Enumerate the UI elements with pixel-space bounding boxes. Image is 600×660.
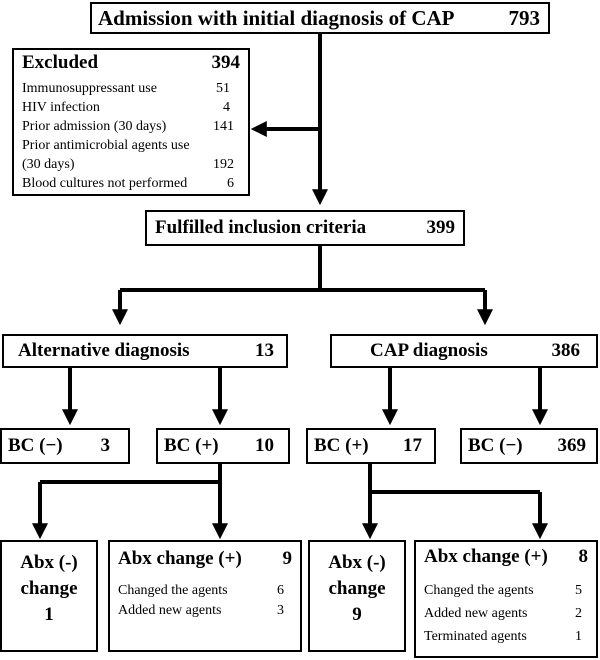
alt-diagnosis-count: 13 — [255, 340, 274, 361]
abx-item: Added new agents 2 — [424, 605, 588, 622]
excluded-item: Prior admission (30 days) 141 — [22, 118, 240, 135]
abx-item: Terminated agents 1 — [424, 628, 588, 645]
excluded-item-value: 141 — [213, 119, 234, 134]
cap-diagnosis-count: 386 — [551, 340, 581, 361]
admission-label: Admission with initial diagnosis of CAP — [98, 6, 455, 30]
excluded-item: Immunosuppressant use 51 — [22, 80, 240, 97]
bc-neg-alt-box: BC (−) 3 — [0, 428, 130, 464]
bc-label: BC (−) — [8, 435, 63, 456]
excluded-item-value: 6 — [227, 176, 234, 191]
abx-item-value: 1 — [575, 629, 582, 644]
abx-neg-line1: Abx (-) — [20, 552, 78, 573]
excluded-item-value: 51 — [216, 81, 230, 96]
abx-pos-label: Abx change (+) — [118, 548, 242, 569]
abx-neg-count: 9 — [352, 604, 362, 625]
abx-neg-line2: change — [328, 578, 386, 599]
inclusion-count: 399 — [426, 217, 456, 238]
excluded-item-label: Prior admission (30 days) — [22, 119, 167, 134]
excluded-count: 394 — [211, 52, 241, 73]
abx-pos-count: 8 — [578, 546, 589, 567]
excluded-item-value: 4 — [223, 100, 230, 115]
abx-item: Added new agents 3 — [118, 602, 292, 619]
abx-item-value: 6 — [277, 583, 284, 598]
abx-neg-line2: change — [20, 578, 78, 599]
bc-label: BC (+) — [314, 435, 369, 456]
abx-neg-change-left-box: Abx (-) change 1 — [0, 540, 98, 652]
abx-item-value: 5 — [575, 583, 582, 598]
excluded-item-label: HIV infection — [22, 100, 100, 115]
excluded-item-label: Blood cultures not performed — [22, 176, 188, 191]
cap-diagnosis-box: CAP diagnosis 386 — [330, 334, 598, 368]
abx-neg-line1: Abx (-) — [328, 552, 386, 573]
inclusion-box: Fulfilled inclusion criteria 399 — [145, 210, 465, 246]
admission-count: 793 — [508, 6, 541, 30]
abx-neg-change-right-box: Abx (-) change 9 — [308, 540, 406, 652]
abx-item-value: 3 — [277, 603, 284, 618]
excluded-item: HIV infection 4 — [22, 99, 240, 116]
excluded-label: Excluded — [22, 52, 99, 73]
abx-item-label: Terminated agents — [424, 629, 527, 644]
abx-pos-change-right-box: Abx change (+) 8 Changed the agents 5 Ad… — [414, 540, 598, 658]
abx-item-label: Added new agents — [424, 606, 528, 621]
excluded-item-label: Immunosuppressant use — [22, 81, 157, 96]
abx-item-label: Added new agents — [118, 603, 222, 618]
abx-pos-label: Abx change (+) — [424, 546, 548, 567]
abx-item-label: Changed the agents — [118, 583, 228, 598]
excluded-box: Excluded 394 Immunosuppressant use 51 HI… — [12, 48, 250, 196]
abx-item: Changed the agents 6 — [118, 582, 292, 599]
excluded-item: (30 days) 192 — [22, 156, 240, 173]
bc-count: 10 — [255, 435, 274, 456]
bc-count: 17 — [403, 435, 422, 456]
excluded-item-label: (30 days) — [22, 157, 75, 172]
cap-diagnosis-label: CAP diagnosis — [370, 340, 488, 361]
alt-diagnosis-box: Alternative diagnosis 13 — [2, 334, 288, 368]
bc-label: BC (+) — [164, 435, 219, 456]
excluded-item: Prior antimicrobial agents use — [22, 137, 240, 154]
bc-neg-cap-box: BC (−) 369 — [460, 428, 598, 464]
bc-label: BC (−) — [468, 435, 523, 456]
abx-pos-change-left-box: Abx change (+) 9 Changed the agents 6 Ad… — [108, 540, 302, 652]
excluded-item: Blood cultures not performed 6 — [22, 175, 240, 192]
abx-neg-count: 1 — [44, 604, 54, 625]
alt-diagnosis-label: Alternative diagnosis — [18, 340, 190, 361]
abx-item-label: Changed the agents — [424, 583, 534, 598]
excluded-item-value: 192 — [213, 157, 234, 172]
bc-pos-cap-box: BC (+) 17 — [306, 428, 436, 464]
abx-item: Changed the agents 5 — [424, 582, 588, 599]
bc-count: 369 — [557, 435, 587, 456]
excluded-item-label: Prior antimicrobial agents use — [22, 138, 190, 153]
bc-count: 3 — [100, 435, 111, 456]
abx-item-value: 2 — [575, 606, 582, 621]
inclusion-label: Fulfilled inclusion criteria — [155, 217, 367, 238]
admission-box: Admission with initial diagnosis of CAP … — [90, 2, 550, 34]
abx-pos-count: 9 — [282, 548, 293, 569]
bc-pos-alt-box: BC (+) 10 — [156, 428, 290, 464]
